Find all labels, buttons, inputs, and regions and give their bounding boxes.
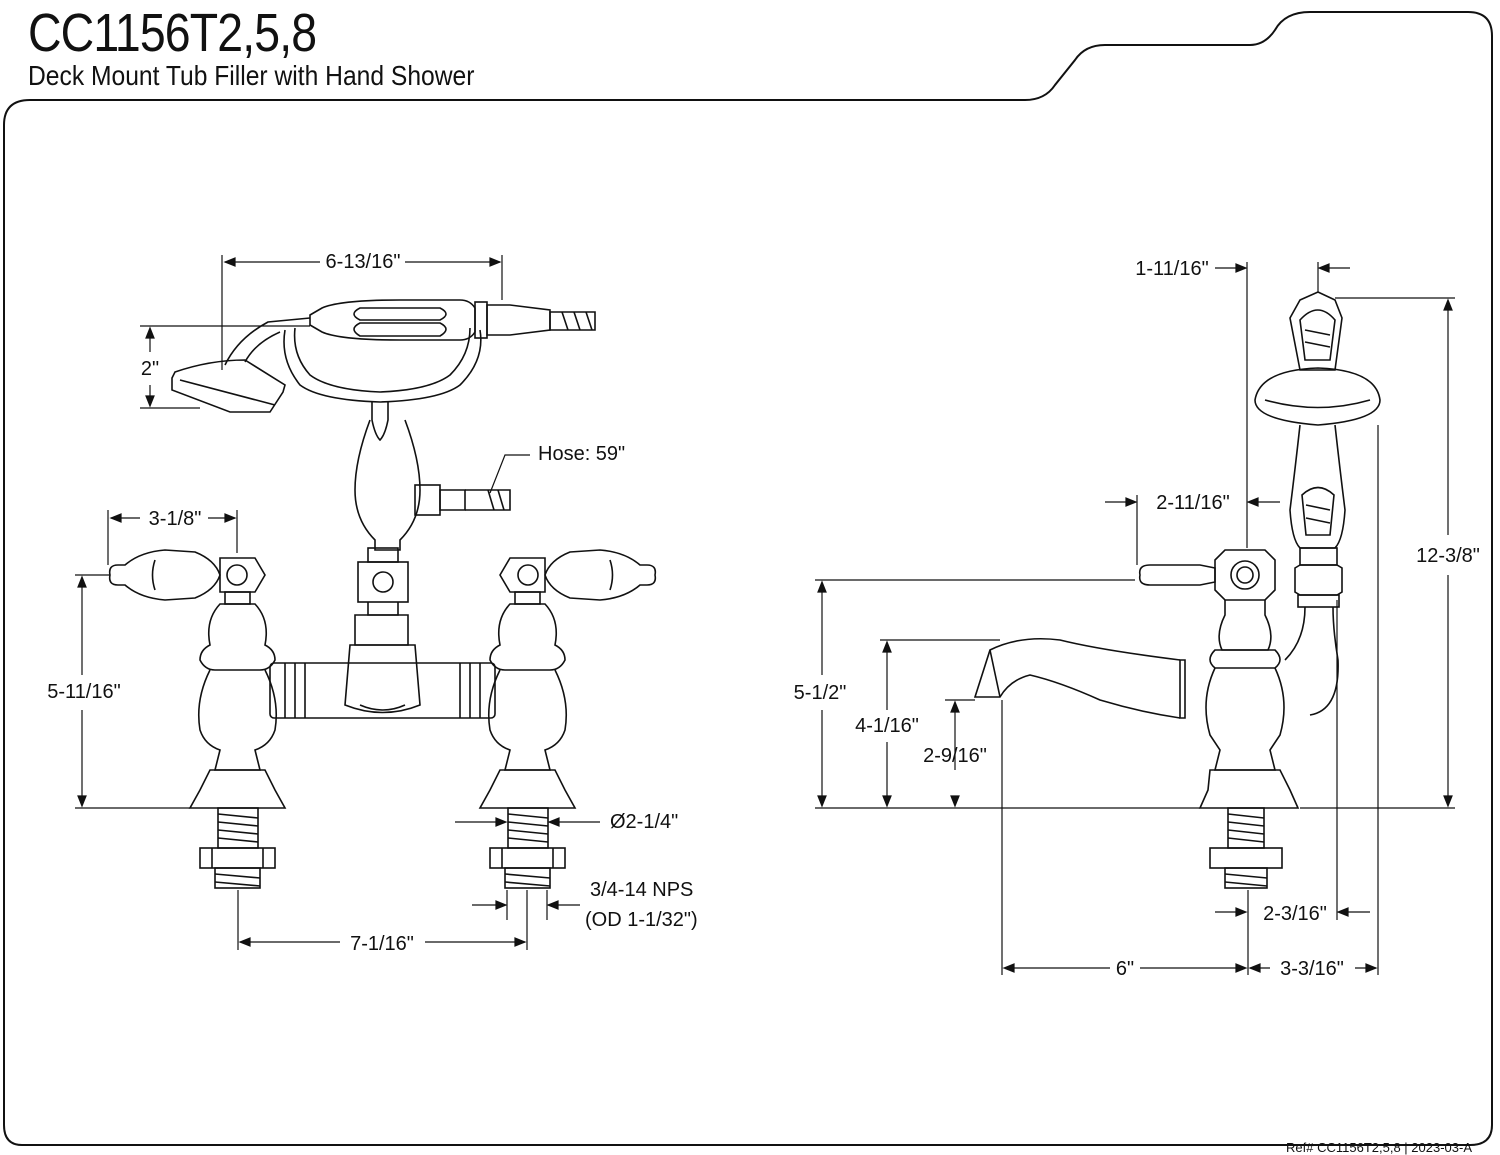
front-view-labels: 6-13/16" 2" Hose: 59" 3-1/8" 5-11/16" Ø2… xyxy=(47,251,697,955)
dim-thread-size: 3/4-14 NPS xyxy=(590,879,693,901)
dim-spout-height: 4-1/16" xyxy=(855,715,919,737)
side-view-labels: 1-11/16" 2-11/16" 12-3/8" 5-1/2" 4-1/16"… xyxy=(794,258,1480,980)
dim-spout-reach: 6" xyxy=(1116,958,1134,980)
dim-spout-outlet: 2-9/16" xyxy=(923,745,987,767)
dim-shower-offset: 2-3/16" xyxy=(1263,903,1327,925)
dim-handle-projection: 2-11/16" xyxy=(1156,492,1229,514)
dim-cradle-offset: 1-11/16" xyxy=(1135,258,1208,280)
page-frame xyxy=(3,11,1493,1146)
front-view-dimensions xyxy=(75,255,600,950)
dim-handle-height: 5-1/2" xyxy=(794,682,847,704)
dim-thread-od: (OD 1-1/32") xyxy=(585,909,698,931)
model-title: CC1156T2,5,8 xyxy=(28,3,317,63)
side-view-faucet xyxy=(973,291,1381,889)
dim-handshower-width: 6-13/16" xyxy=(326,251,401,273)
dim-handshower-height: 2" xyxy=(141,358,159,380)
dim-handle-width: 3-1/8" xyxy=(149,508,202,530)
product-description: Deck Mount Tub Filler with Hand Shower xyxy=(28,60,475,91)
reference-number: Ref# CC1156T2,5,8 | 2023-03-A xyxy=(1286,1140,1472,1155)
dim-shank-diameter: Ø2-1/4" xyxy=(610,811,678,833)
dim-rear-offset: 3-3/16" xyxy=(1280,958,1344,980)
dim-total-height: 12-3/8" xyxy=(1416,545,1480,567)
dim-front-height: 5-11/16" xyxy=(47,681,120,703)
front-view-faucet xyxy=(108,299,657,889)
hose-length-label: Hose: 59" xyxy=(538,443,625,465)
side-view-dimensions xyxy=(815,262,1455,975)
dim-centers: 7-1/16" xyxy=(350,933,414,955)
